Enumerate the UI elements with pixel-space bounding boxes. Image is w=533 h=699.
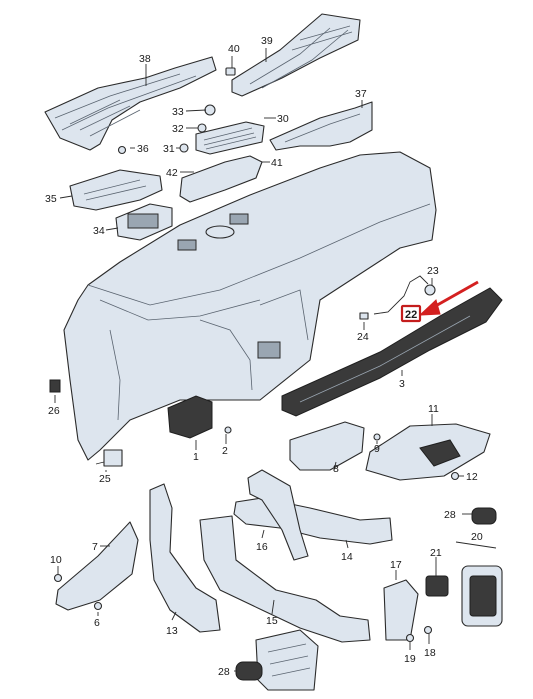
callout-30: 30: [277, 113, 289, 125]
callout-20: 20: [471, 531, 483, 543]
part-40-clip: [225, 67, 236, 76]
part-16-duct: [247, 469, 309, 561]
part-3-dashboard-trim: [281, 287, 503, 417]
callout-28-lower: 28: [218, 666, 230, 678]
part-20-vent-assembly: [461, 565, 503, 627]
callout-38: 38: [139, 53, 151, 65]
callout-37: 37: [355, 88, 367, 100]
callout-15: 15: [266, 615, 278, 627]
callout-31: 31: [163, 143, 175, 155]
part-34-vent-frame: [115, 203, 173, 241]
part-31-clip: [179, 143, 189, 153]
part-12-screw: [450, 471, 460, 481]
callout-26: 26: [48, 405, 60, 417]
callout-2: 2: [222, 445, 228, 457]
part-6-screw: [93, 601, 103, 611]
part-26-clip: [49, 379, 61, 393]
part-35-left-vent: [69, 169, 163, 211]
callout-35: 35: [45, 193, 57, 205]
callout-41: 41: [271, 157, 283, 169]
callout-42: 42: [166, 167, 178, 179]
part-23-connector: [424, 284, 436, 296]
part-18-screw: [423, 625, 433, 635]
callout-10: 10: [50, 554, 62, 566]
part-25-bracket: [95, 449, 123, 467]
callout-18: 18: [424, 647, 436, 659]
callout-25: 25: [99, 473, 111, 485]
callout-33: 33: [172, 106, 184, 118]
part-6-lower-grille: [255, 629, 319, 691]
part-33-sensor: [204, 104, 216, 116]
part-10-clip: [53, 573, 63, 583]
callout-7: 7: [92, 541, 98, 553]
part-15-floor-duct: [199, 515, 371, 643]
callout-8: 8: [333, 463, 339, 475]
callout-23: 23: [427, 265, 439, 277]
part-13-tall-duct: [149, 483, 221, 633]
callout-24: 24: [357, 331, 369, 343]
part-30-center-vent: [195, 121, 265, 155]
part-11-side-panel: [365, 423, 491, 481]
part-28-vent-lower: [235, 661, 263, 681]
leader-lines: [54, 48, 497, 672]
callout-22-highlighted: 22: [400, 304, 422, 323]
dashboard-main-body: [63, 151, 437, 461]
part-21-vent: [425, 575, 449, 597]
part-8-air-duct: [289, 421, 365, 471]
callout-labels: 38 40 39 37 33 30 32 36 31 41 42 35 34 2…: [45, 35, 483, 678]
callout-16: 16: [256, 541, 268, 553]
callout-17: 17: [390, 559, 402, 571]
callout-14: 14: [341, 551, 353, 563]
part-28-vent-right: [471, 507, 497, 525]
part-2-screw: [224, 426, 232, 434]
callout-21: 21: [430, 547, 442, 559]
callout-34: 34: [93, 225, 105, 237]
part-32-clip: [197, 123, 207, 133]
callout-22: 22: [405, 309, 417, 321]
callout-12: 12: [466, 471, 478, 483]
part-39-cowl-panel-right: [231, 13, 361, 97]
part-9-screw: [373, 433, 381, 441]
part-24-clip: [359, 312, 369, 320]
callout-32: 32: [172, 123, 184, 135]
callout-13: 13: [166, 625, 178, 637]
callout-36: 36: [137, 143, 149, 155]
part-1-center-vent: [167, 395, 213, 439]
part-38-cowl-panel-left: [44, 56, 217, 151]
callout-1: 1: [193, 451, 199, 463]
callout-40: 40: [228, 43, 240, 55]
part-17-bracket: [383, 579, 419, 641]
part-41-display-cover: [179, 155, 263, 203]
callout-39: 39: [261, 35, 273, 47]
part-14-lower-duct: [233, 497, 393, 545]
part-19-screw: [405, 633, 415, 643]
part-22-hose: [373, 275, 429, 315]
highlight-arrow: [418, 280, 479, 316]
part-36-screw: [117, 145, 127, 155]
part-37-trim-strip: [269, 101, 373, 151]
callout-11: 11: [428, 403, 439, 415]
callout-28-right: 28: [444, 509, 456, 521]
callout-3: 3: [399, 378, 405, 390]
callout-19: 19: [404, 653, 416, 665]
part-7-left-duct: [55, 521, 139, 611]
callout-9: 9: [374, 443, 380, 455]
callout-6: 6: [94, 617, 100, 629]
